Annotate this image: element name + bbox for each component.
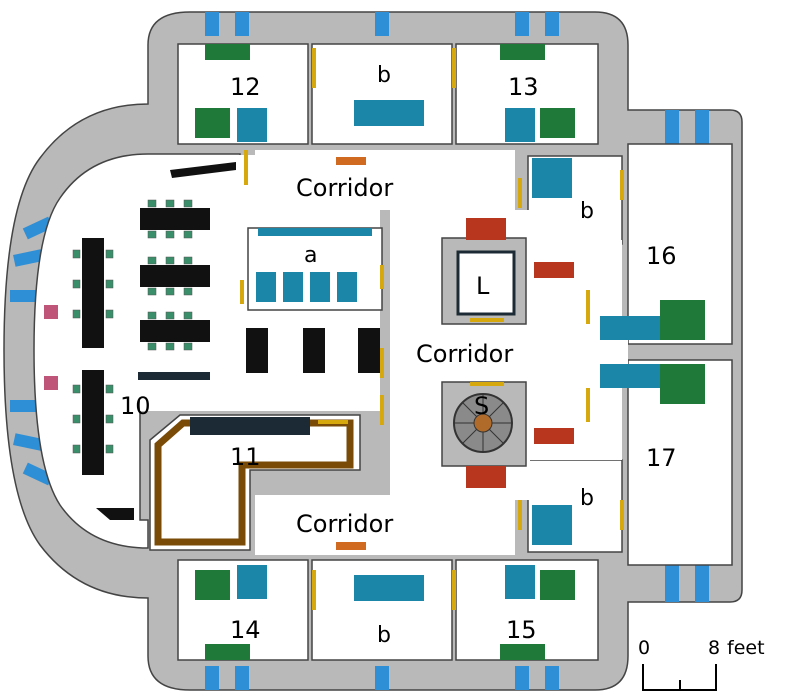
room-13-label: 13 [508,73,539,101]
bath-bottom-label: b [377,623,391,648]
bath-right-bottom-label: b [580,486,594,511]
room-decor [190,44,705,660]
stairs-label: S [474,392,489,420]
lift [441,237,527,325]
area-a-label: a [304,243,317,268]
lounge-furniture [44,162,380,520]
stairs [441,381,527,467]
bath-right-top-label: b [580,199,594,224]
room-17-label: 17 [646,444,677,472]
scale-start-label: 0 [638,637,650,659]
room-11-label: 11 [230,443,261,471]
scale-unit-label: feet [727,637,765,659]
corridor-top-label: Corridor [296,174,393,202]
doors [240,48,624,610]
room-12-label: 12 [230,73,261,101]
lift-label: L [476,272,490,300]
room-10-label: 10 [120,392,151,420]
corridor-bottom-label: Corridor [296,510,393,538]
room-15-label: 15 [506,616,537,644]
room-16-label: 16 [646,242,677,270]
room-14-label: 14 [230,616,261,644]
corridor-mid-label: Corridor [416,340,513,368]
bath-top-label: b [377,63,391,88]
map-labels: 12 b 13 Corridor b a 16 L Corridor 10 S … [120,63,677,648]
bath-top [311,43,453,145]
scale-end-label: 8 [708,637,720,659]
area-a-consoles [256,228,372,302]
scale-bar: 0 8 feet [638,637,765,691]
hull-windows [10,12,709,690]
